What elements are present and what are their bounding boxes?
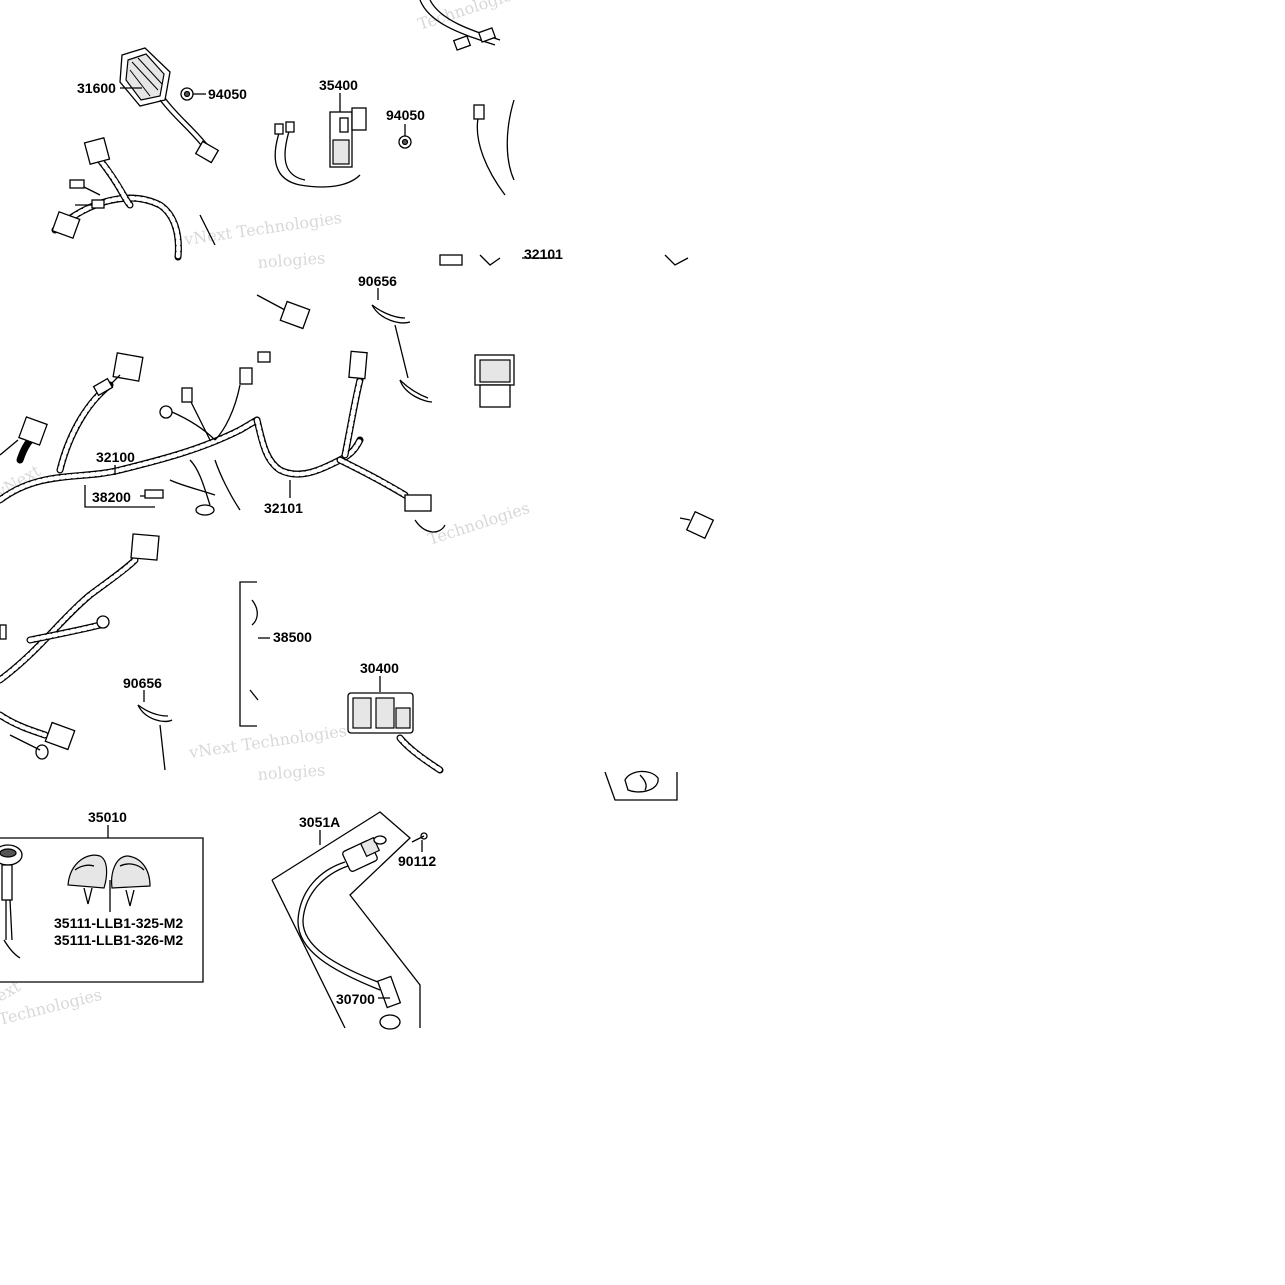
regulator-rectifier-part	[119, 47, 220, 164]
band-clip-part	[137, 704, 173, 771]
part-label-32101-top: 32101	[524, 246, 563, 262]
part-label-30700: 30700	[336, 991, 375, 1007]
watermark: vNext Technologies	[187, 721, 348, 762]
bolt-part	[411, 832, 428, 843]
part-label-3051A: 3051A	[299, 814, 340, 830]
part-label-35010: 35010	[88, 809, 127, 825]
tile-harness-branch: 90656	[0, 533, 259, 771]
nut-part	[398, 135, 412, 149]
part-label-32100: 32100	[96, 449, 135, 465]
watermark: nologies	[257, 760, 326, 784]
relay-part	[474, 354, 515, 408]
switch-part	[0, 844, 23, 959]
part-label-94050: 94050	[208, 86, 247, 102]
tile-regulator: 31600 94050	[51, 47, 247, 261]
tile-cdi: 38500 30400	[258, 629, 444, 774]
tile-main-harness-left: 32100 38200	[0, 352, 261, 516]
part-label-90112: 90112	[398, 853, 436, 869]
ignition-coil-part	[297, 835, 402, 1030]
part-label-35111-325: 35111-LLB1-325-M2	[54, 915, 183, 931]
part-label-30400: 30400	[360, 660, 399, 676]
winker-lens-right	[111, 855, 151, 907]
tile-sensor: 35400 94050	[274, 0, 515, 196]
watermark: ext	[0, 976, 24, 1005]
part-label-35400: 35400	[319, 77, 358, 93]
part-label-38200: 38200	[92, 489, 131, 505]
tile-ignition: 3051A 90112 30700	[271, 811, 436, 1030]
tile-main-harness-right: 32101 90656	[253, 273, 515, 533]
watermark: Technologies	[425, 498, 532, 549]
part-label-90656: 90656	[358, 273, 397, 289]
part-label-94050: 94050	[386, 107, 425, 123]
part-label-38500: 38500	[273, 629, 312, 645]
tile-fragment-top: 32101	[439, 246, 689, 266]
winker-lens-left	[67, 854, 108, 905]
tile-winker: 35010 35111-LLB1-325-M2 35111-LLB1-326-M…	[0, 809, 204, 983]
nut-part	[180, 87, 194, 101]
sensor-part	[274, 107, 367, 188]
part-label-32101: 32101	[264, 500, 303, 516]
tile-fragment-mid	[679, 510, 715, 540]
part-label-35111-326: 35111-LLB1-326-M2	[54, 932, 183, 948]
part-label-31600: 31600	[77, 80, 116, 96]
cdi-unit-part	[347, 692, 444, 774]
watermark: nologies	[257, 248, 326, 272]
band-clip-part	[371, 304, 433, 403]
part-label-90656: 90656	[123, 675, 162, 691]
tile-fragment-low	[604, 770, 678, 801]
